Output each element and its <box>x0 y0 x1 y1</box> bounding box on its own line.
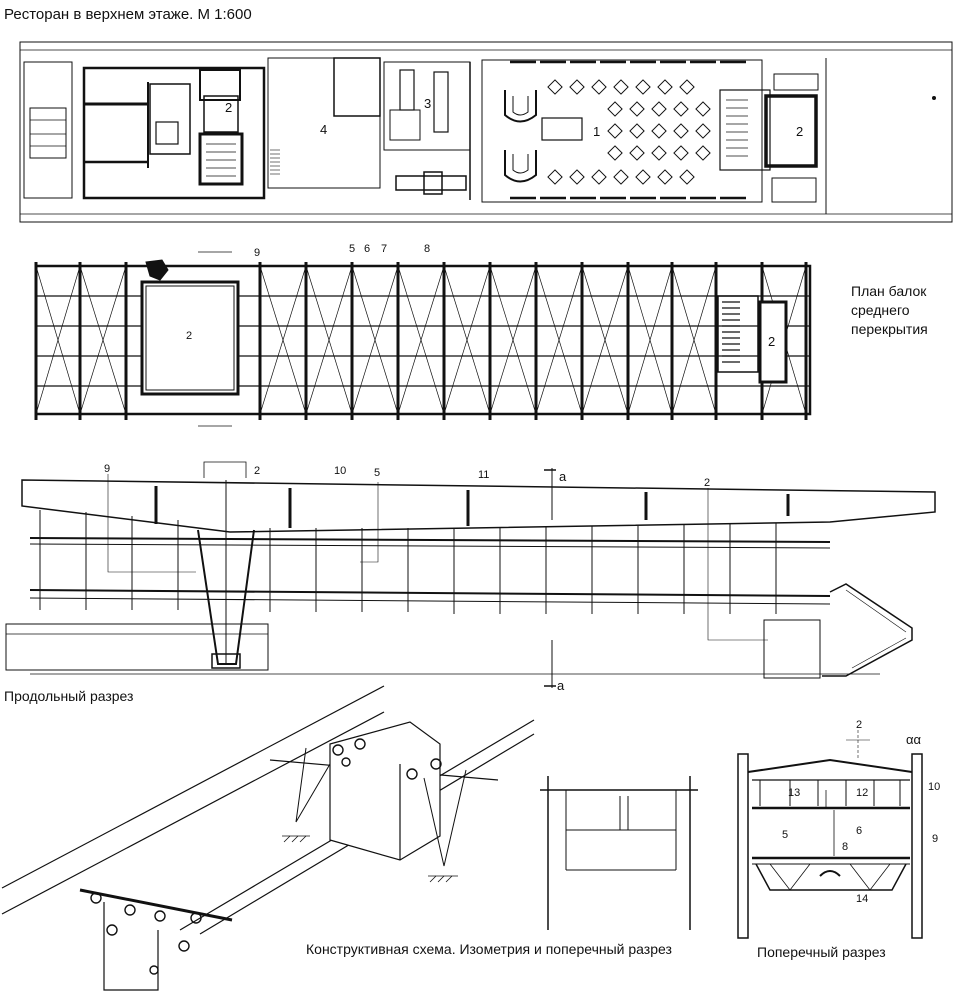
cross-label-8: 8 <box>842 841 848 853</box>
long-label-5: 5 <box>374 467 380 479</box>
main-title: Ресторан в верхнем этаже. М 1:600 <box>4 6 252 23</box>
cross-label-10: 10 <box>928 781 940 793</box>
label-room-2-right: 2 <box>796 124 803 139</box>
longitudinal-section <box>5 461 936 688</box>
cross-label-13: 13 <box>788 787 800 799</box>
cross-section-labels: 2 αα 5 6 8 9 10 12 13 14 <box>782 719 940 905</box>
label-room-2-left: 2 <box>225 100 232 115</box>
beam-label-7: 7 <box>381 243 387 255</box>
beam-label-2-left: 2 <box>186 330 192 342</box>
cross-section-caption: Поперечный разрез <box>757 944 886 960</box>
cross-label-12: 12 <box>856 787 868 799</box>
beam-label-8: 8 <box>424 243 430 255</box>
cross-label-5: 5 <box>782 829 788 841</box>
long-label-10: 10 <box>334 465 346 477</box>
cross-label-6: 6 <box>856 825 862 837</box>
stray-dot <box>932 96 936 100</box>
long-label-11: 11 <box>478 469 489 481</box>
beam-label-2-right: 2 <box>768 334 775 349</box>
label-room-3: 3 <box>424 96 431 111</box>
small-cross-scheme <box>540 776 698 930</box>
floor-plan <box>19 41 953 223</box>
cross-label-2: 2 <box>856 719 862 731</box>
beam-plan-labels: 2 2 5 6 7 8 9 <box>186 243 775 349</box>
label-room-1: 1 <box>593 124 600 139</box>
beam-plan-caption: План балок среднего перекрытия <box>851 283 928 337</box>
long-label-2-b: 2 <box>704 477 710 489</box>
cross-label-14: 14 <box>856 893 868 905</box>
section-mark-a-top: a <box>559 469 567 484</box>
longitudinal-section-caption: Продольный разрез <box>4 688 134 704</box>
beam-label-9: 9 <box>254 247 260 259</box>
beam-label-6: 6 <box>364 243 370 255</box>
longitudinal-section-labels: 2 2 5 9 10 11 a a <box>104 463 710 693</box>
isometric-scheme <box>1 685 535 991</box>
long-label-9: 9 <box>104 463 110 475</box>
section-mark-a-bottom: a <box>557 678 565 693</box>
beam-label-5: 5 <box>349 243 355 255</box>
structural-scheme-caption: Конструктивная схема. Изометрия и попере… <box>306 941 672 957</box>
long-label-2-a: 2 <box>254 465 260 477</box>
floor-plan-labels: 1 2 2 3 4 <box>225 96 803 139</box>
beam-plan <box>34 251 812 427</box>
cross-section <box>737 730 923 939</box>
section-mark-aa: αα <box>906 732 922 747</box>
label-room-4: 4 <box>320 122 327 137</box>
cross-label-9: 9 <box>932 833 938 845</box>
